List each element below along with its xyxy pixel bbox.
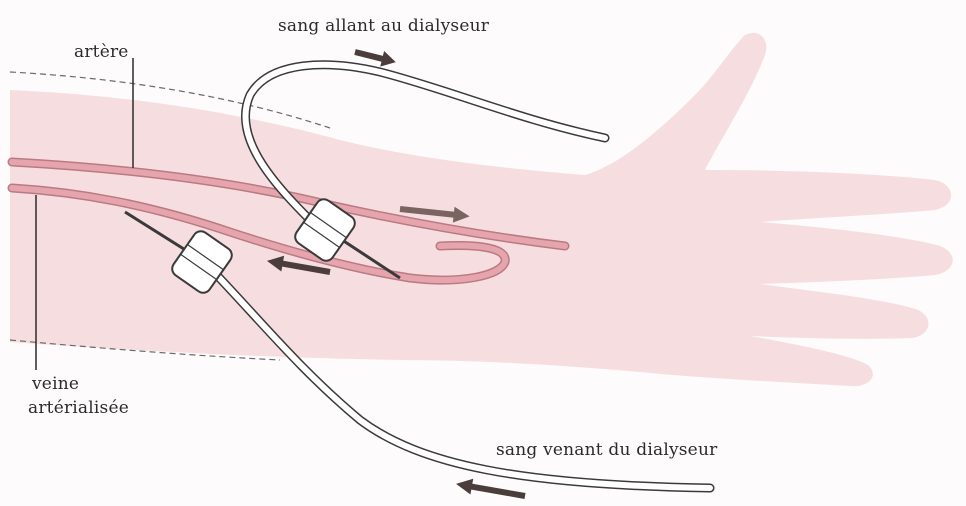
label-blood-to-dialyzer: sang allant au dialyseur: [278, 16, 489, 36]
label-blood-from-dialyzer: sang venant du dialyseur: [496, 440, 717, 460]
label-vein-line2: artérialisée: [28, 398, 129, 418]
arrow-from-dialyzer-icon: [455, 476, 527, 504]
label-artery: artère: [74, 42, 129, 62]
label-vein-line1: veine: [32, 374, 79, 394]
